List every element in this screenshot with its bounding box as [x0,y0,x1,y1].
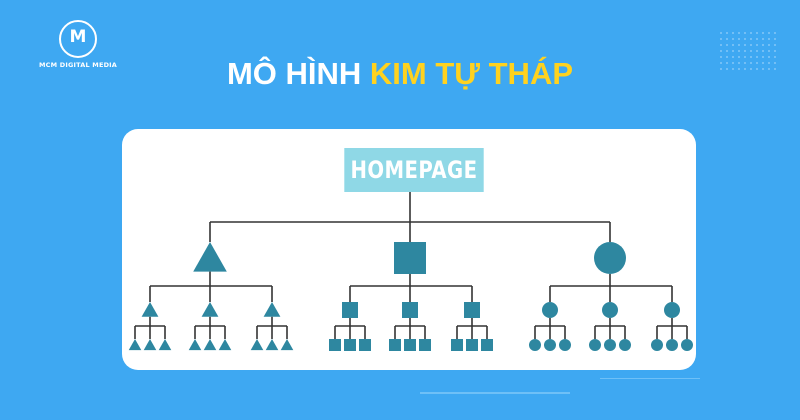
triangle-node [143,339,157,351]
circle-node [529,339,541,351]
decor-line [420,392,570,394]
decor-line [600,378,700,379]
square-node [359,339,371,351]
square-node [466,339,478,351]
circle-node [589,339,601,351]
brand-logo: M MCM DIGITAL MEDIA [38,20,118,69]
circle-node [594,242,626,274]
square-node [342,302,358,318]
circle-node [651,339,663,351]
triangle-node [280,339,294,351]
triangle-node [188,339,202,351]
triangle-node [203,339,217,351]
square-node [344,339,356,351]
triangle-node [141,302,159,317]
square-node [394,242,426,274]
square-node [464,302,480,318]
triangle-node [265,339,279,351]
logo-icon: M [59,20,97,58]
triangle-node [218,339,232,351]
triangle-node [250,339,264,351]
circle-node [604,339,616,351]
circle-node [559,339,571,351]
title-part2-highlight: KIM TỰ THÁP [369,56,574,91]
dot-pattern-decoration [718,30,778,74]
triangle-node [263,302,281,317]
triangle-node [158,339,172,351]
square-node [402,302,418,318]
logo-letter: M [69,27,87,47]
circle-node [602,302,618,318]
triangle-node [201,302,219,317]
brand-name: MCM DIGITAL MEDIA [38,61,118,69]
circle-node [666,339,678,351]
triangle-node [128,339,142,351]
circle-node [619,339,631,351]
circle-node [681,339,693,351]
square-node [451,339,463,351]
circle-node [544,339,556,351]
square-node [419,339,431,351]
title-part1: MÔ HÌNH [226,56,362,91]
circle-node [542,302,558,318]
square-node [404,339,416,351]
square-node [329,339,341,351]
homepage-node: HOMEPAGE [344,148,484,192]
circle-node [664,302,680,318]
square-node [481,339,493,351]
triangle-node [193,242,227,272]
page-title: MÔ HÌNH KIM TỰ THÁP [0,56,800,92]
square-node [389,339,401,351]
